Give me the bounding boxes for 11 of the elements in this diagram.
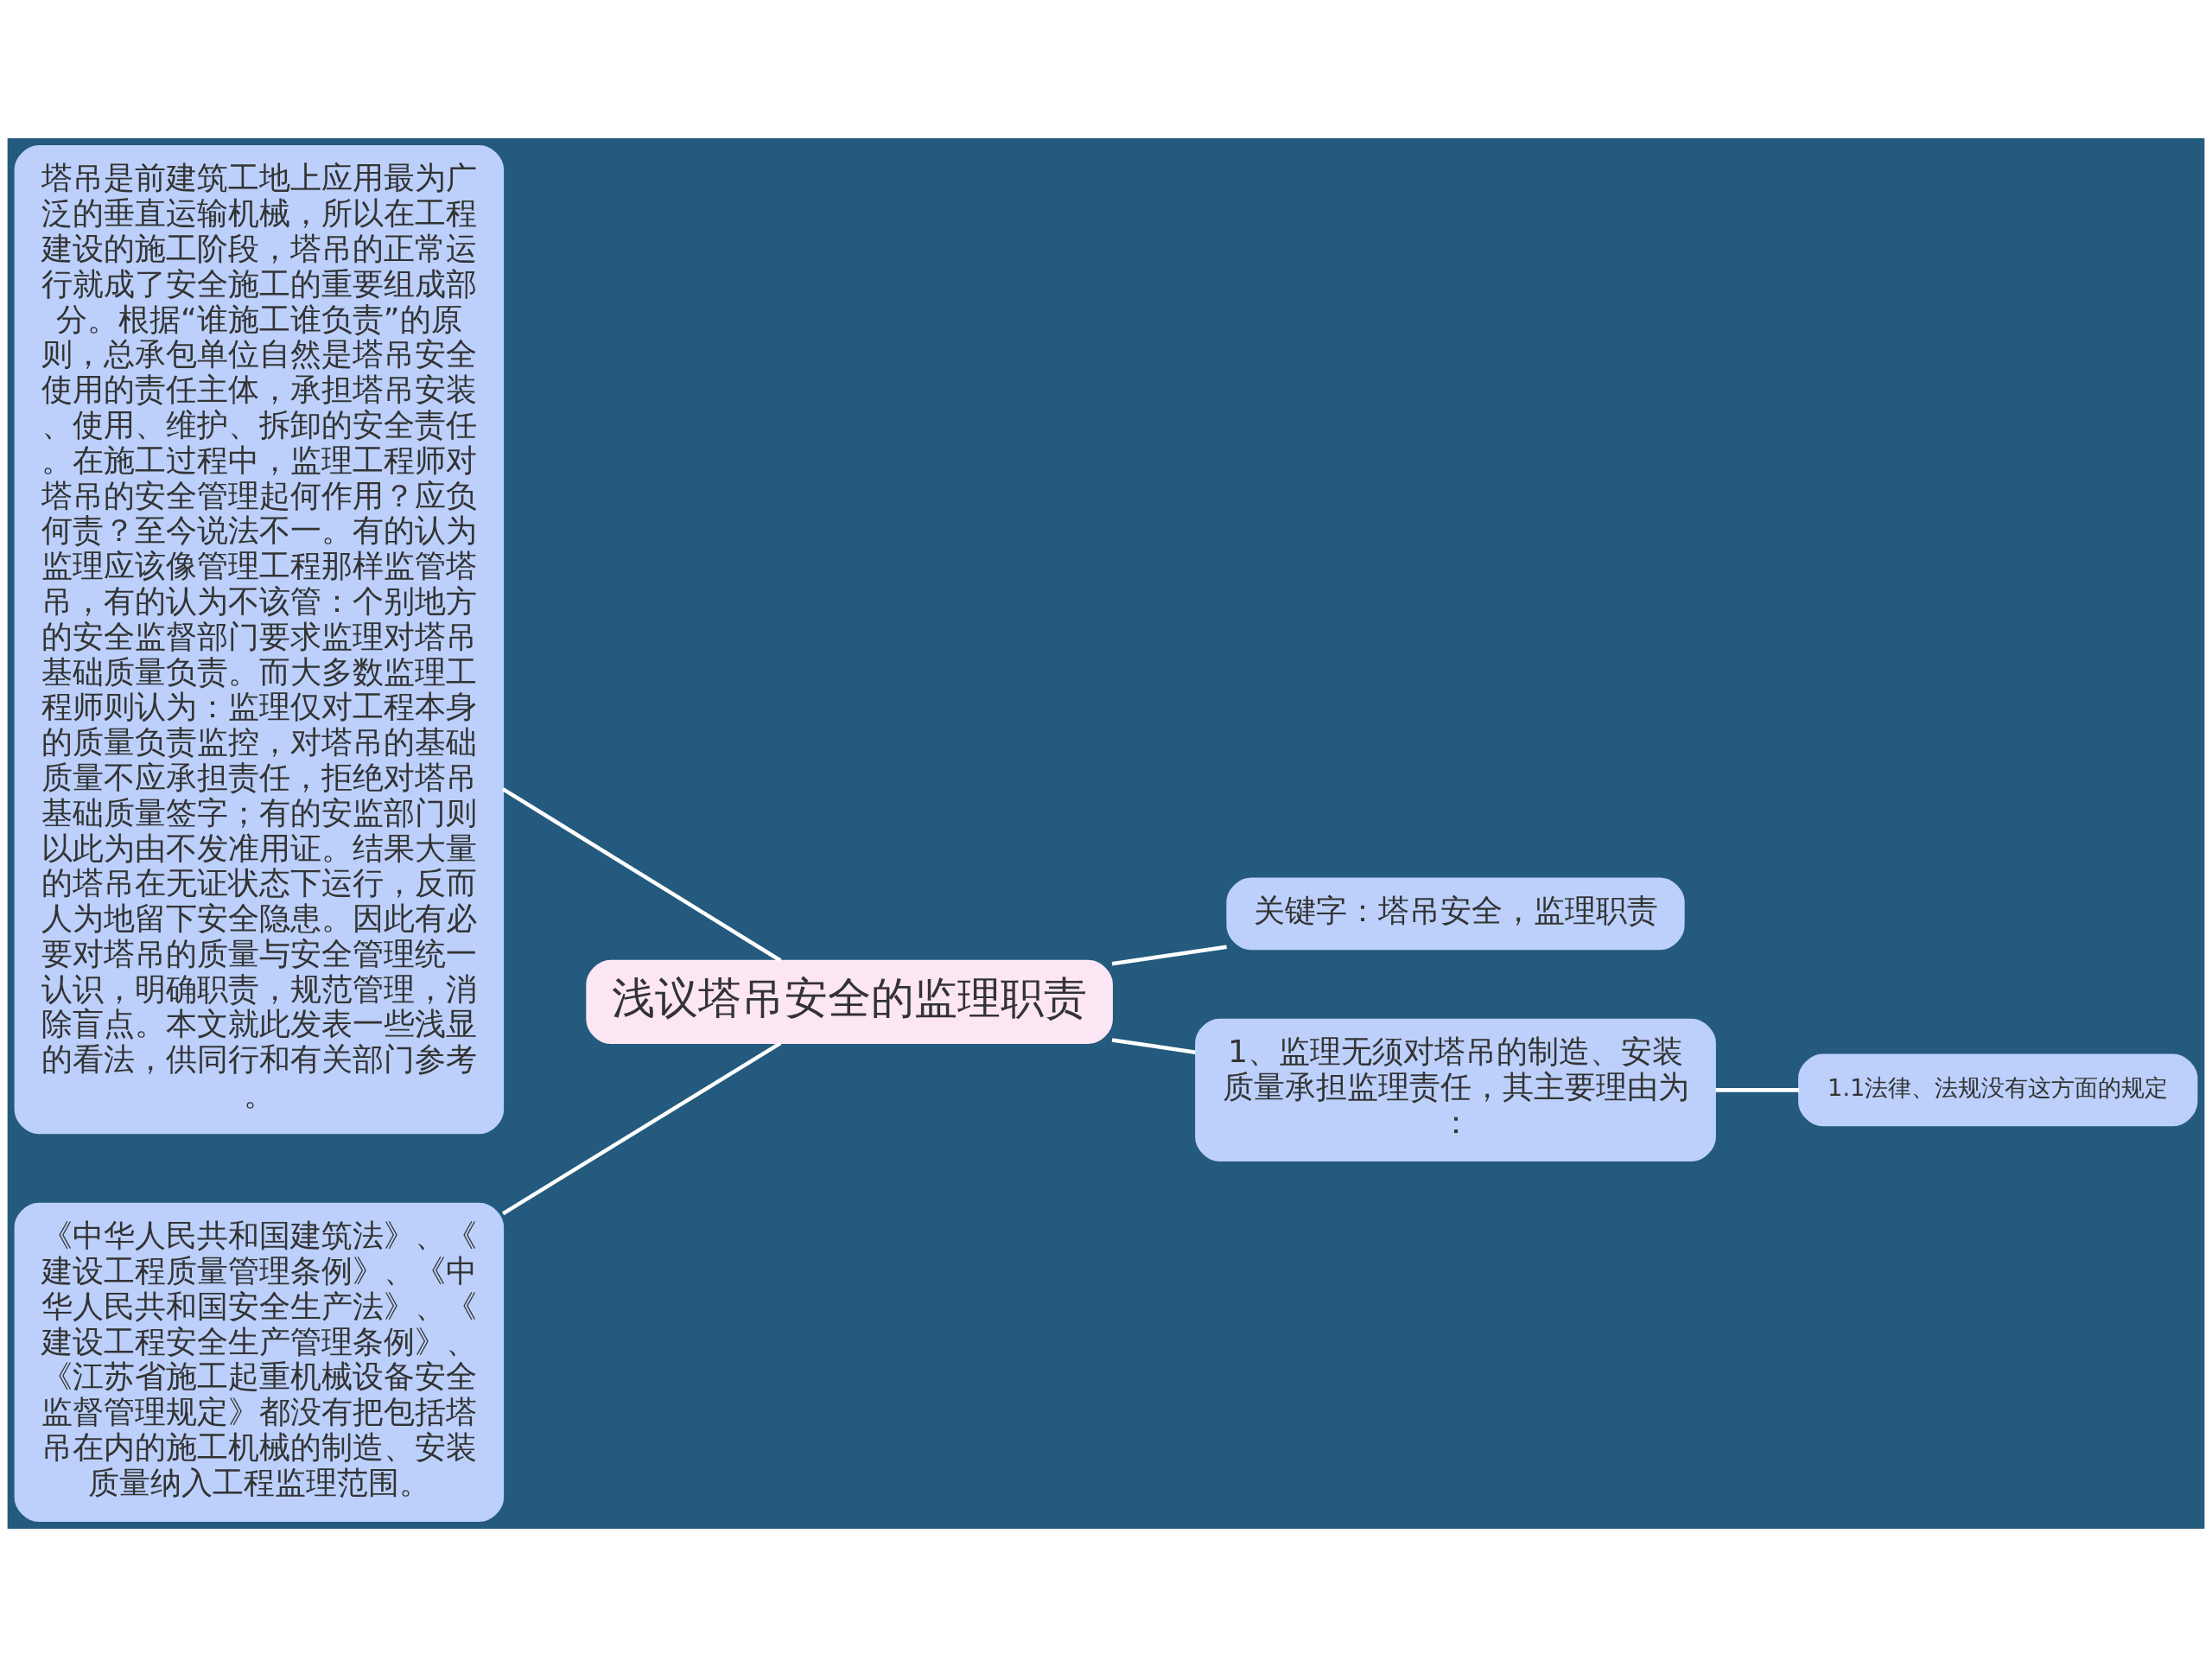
node-box: 塔吊是前建筑工地上应用最为广泛的垂直运输机械，所以在工程建设的施工阶段，塔吊的正常运行就成了安全施工的重要组成部分。根据“谁施工谁负责”的原则，总承包单位自然是塔吊安全使用的责任主体，承担塔吊安装、使用、维护、拆卸的安全责任。在施工过程中，监理工程师对塔吊的安全管理起何作用？应负何责？至今说法不一。有的认为监理应该像管理工程那样监管塔吊，有的认为不该管：个别地方的安全监督部门要求监理对塔吊基础质量负责。而大多数监理工程师则认为：监理仅对工程本身的质量负责监控，对塔吊的基础质量不应承担责任，拒绝对塔吊基础质量签字；有的安监部门则以此为由不发准用证。结果大量的塔吊在无证状态下运行，反而人为地留下安全隐患。因此有必要对塔吊的质量与安全管理统一认识，明确职责，规范管理，消除盲点。本文就此发表一些浅显的看法，供同行和有关部门参考。 — [14, 144, 505, 1135]
connector — [1715, 1088, 1800, 1092]
connector — [1111, 1038, 1196, 1054]
node-box: 关键字：塔吊安全，监理职责 — [1226, 877, 1685, 951]
node-box: 1.1法律、法规没有这方面的规定 — [1798, 1053, 2198, 1127]
connector — [1111, 945, 1227, 966]
connector — [501, 787, 782, 963]
connector — [501, 1041, 782, 1216]
node-box: 浅议塔吊安全的监理职责 — [586, 959, 1113, 1045]
node-box: 《中华人民共和国建筑法》、《建设工程质量管理条例》、《中华人民共和国安全生产法》、《建设工程安全生产管理条例》、《江苏省施工起重机械设备安全监督管理规定》都没有把包括塔吊在内的施工机械的制造、安装质量纳入工程监理范围。 — [14, 1202, 505, 1523]
node-box: 1、监理无须对塔吊的制造、安装质量承担监理责任，其主要理由为： — [1195, 1018, 1716, 1162]
